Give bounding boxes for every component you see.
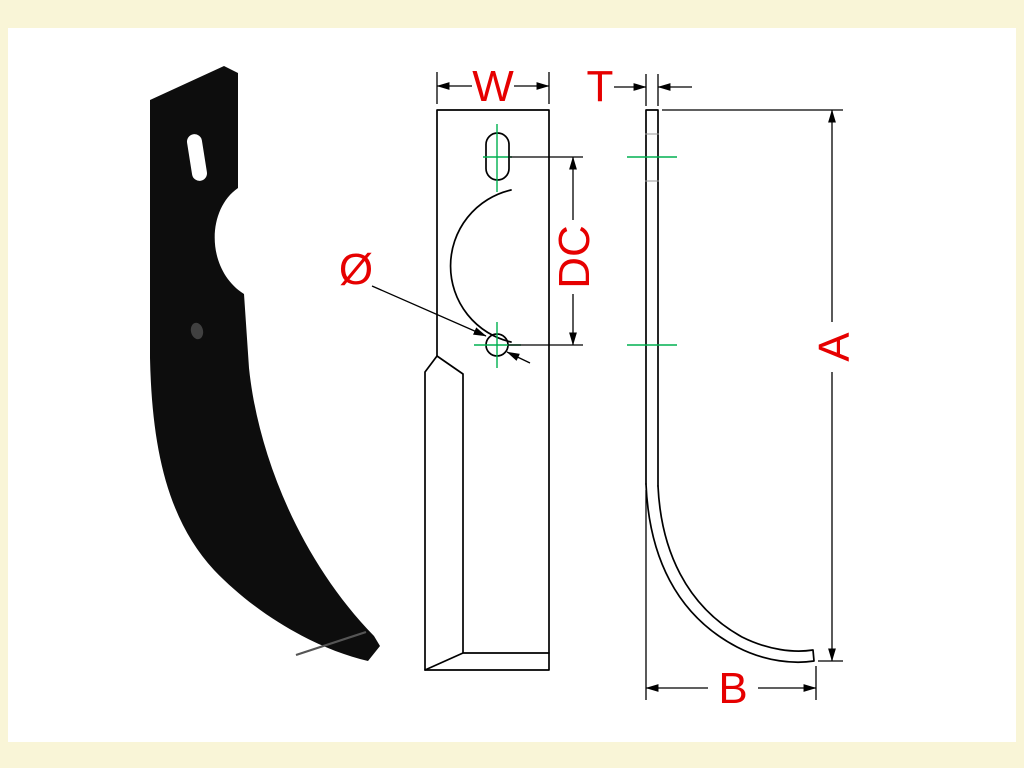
side-extension-lines [645, 74, 843, 700]
front-scallop-arc [449, 189, 512, 343]
front-view [424, 109, 550, 671]
blade-slot-hole [186, 134, 208, 181]
side-centerline-ticks [627, 156, 677, 346]
front-bevel-lines [424, 355, 550, 671]
side-view [627, 109, 815, 664]
blade-silhouette [150, 66, 380, 661]
blade-tip-bevel-line [295, 630, 367, 657]
thickness-dimension-label: T [587, 62, 614, 111]
dimensions: W DC Ø T A B [339, 62, 859, 713]
curve-width-dimension-label: B [718, 664, 747, 713]
front-outline [424, 109, 550, 671]
center-distance-dimension-label: DC [550, 225, 599, 289]
isometric-view [150, 66, 380, 661]
length-dimension-label: A [810, 332, 859, 362]
width-dimension-label: W [472, 62, 514, 111]
diameter-leader-line [371, 285, 487, 337]
diameter-leader-tail [506, 351, 531, 364]
front-extension-lines [436, 72, 583, 346]
blade-round-hole [190, 322, 204, 340]
front-centerlines [474, 124, 521, 368]
side-shank-lines [645, 109, 659, 487]
side-slot-extent-ticks [645, 133, 659, 182]
diameter-symbol-label: Ø [339, 245, 373, 294]
side-curve-profile [645, 483, 815, 664]
